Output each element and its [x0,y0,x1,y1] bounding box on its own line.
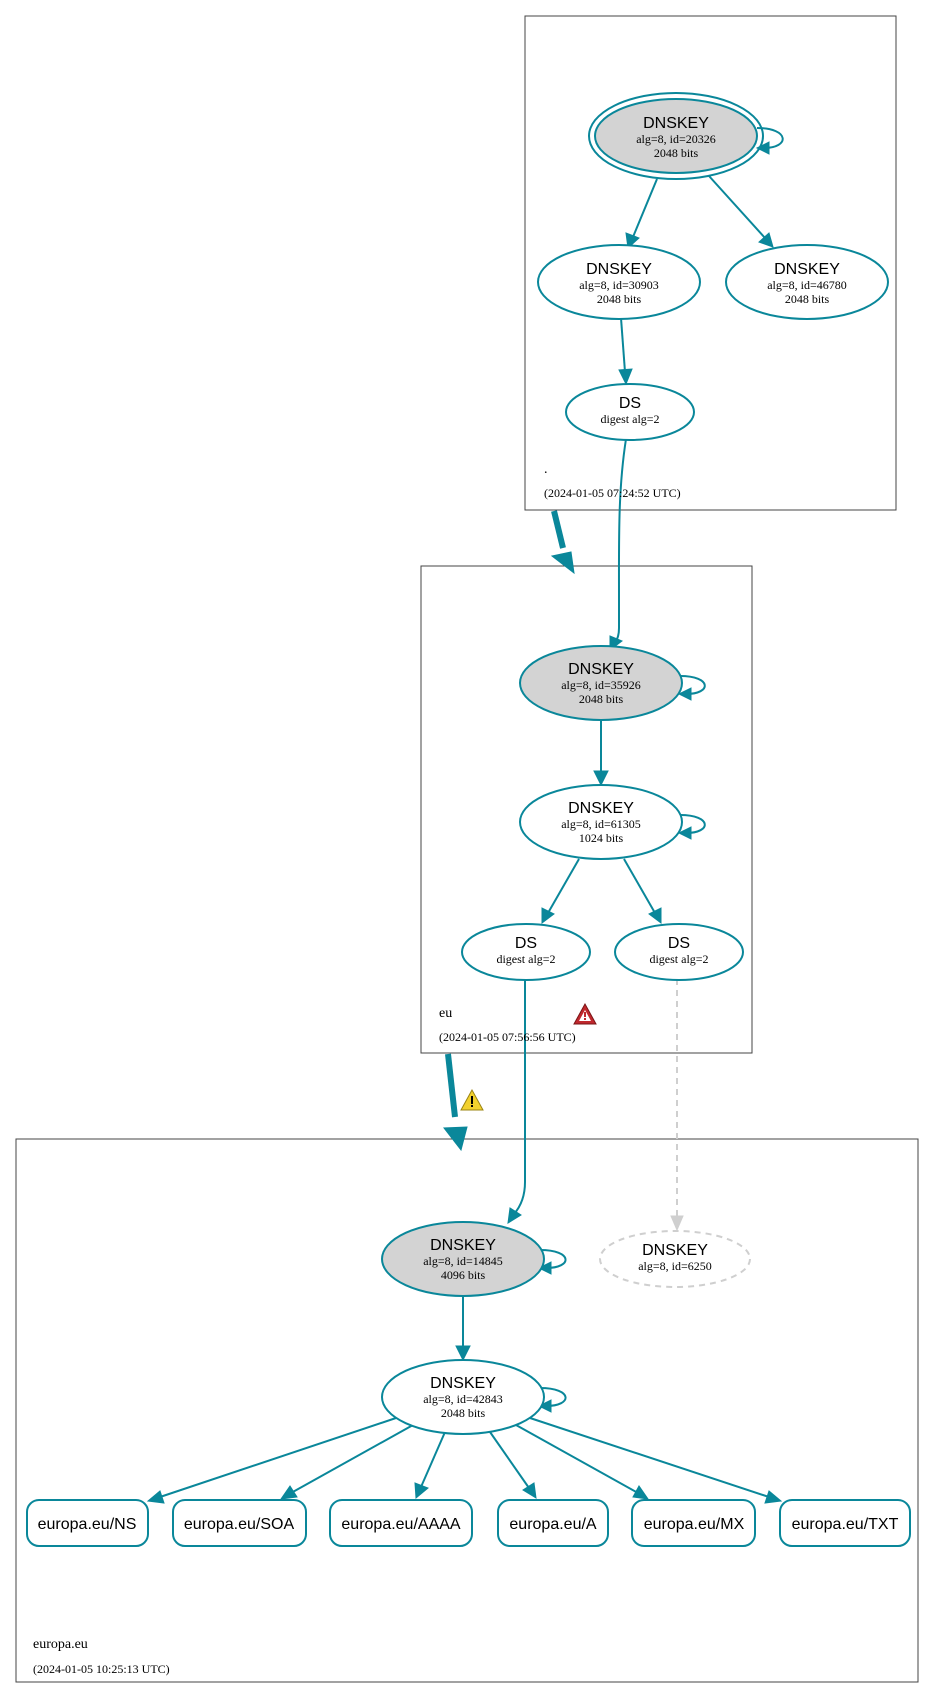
rrset-label: europa.eu/TXT [792,1516,899,1533]
dnskey-alg-id: alg=8, id=35926 [561,678,641,692]
dnskey-alg-id: alg=8, id=6250 [638,1259,712,1273]
zone-time-root: (2024-01-05 07:24:52 UTC) [544,486,681,500]
edge-42843-to-soa [279,1424,414,1500]
ds-digest: digest alg=2 [600,412,659,426]
dnskey-alg-id: alg=8, id=30903 [579,278,659,292]
dnskey-size: 2048 bits [441,1406,486,1420]
dnskey-node-14845: DNSKEY alg=8, id=14845 4096 bits [381,1221,545,1297]
dnskey-node-42843: DNSKEY alg=8, id=42843 2048 bits [381,1359,545,1435]
edge-20326-to-46780 [708,175,774,248]
edge-dseu2-to-6250 [670,979,684,1232]
dnskey-title: DNSKEY [586,261,652,278]
edge-20326-self [755,127,784,155]
dnskey-node-20326: DNSKEY alg=8, id=20326 2048 bits [588,92,764,180]
zone-europa-box [15,1138,919,1683]
dnskey-node-30903: DNSKEY alg=8, id=30903 2048 bits [537,244,701,320]
zone-eu-box [420,565,753,1054]
edge-42843-to-aaaa [414,1431,446,1500]
edge-14845-self [537,1249,567,1275]
zone-time-europa: (2024-01-05 10:25:13 UTC) [33,1662,170,1676]
edge-42843-to-ns [146,1417,397,1504]
dnskey-title: DNSKEY [643,115,709,132]
ds-digest: digest alg=2 [649,952,708,966]
rrset-aaaa: europa.eu/AAAA [329,1499,473,1547]
error-triangle-icon [573,1002,597,1025]
dnskey-size: 1024 bits [579,831,624,845]
dnskey-title: DNSKEY [430,1237,496,1254]
rrset-label: europa.eu/SOA [184,1516,295,1533]
delegation-eu-to-europa [443,1053,468,1152]
edge-30903-to-dsroot [618,317,633,386]
dnskey-node-61305: DNSKEY alg=8, id=61305 1024 bits [519,784,683,860]
delegation-root-to-eu [550,510,575,575]
dnskey-node-46780: DNSKEY alg=8, id=46780 2048 bits [725,244,889,320]
edge-14845-to-42843 [455,1295,471,1362]
ds-node-eu-1: DS digest alg=2 [461,923,591,981]
ds-title: DS [515,935,537,952]
dnskey-title: DNSKEY [774,261,840,278]
edge-42843-self [537,1387,567,1413]
zone-time-eu: (2024-01-05 07:56:56 UTC) [439,1030,576,1044]
ds-node-eu-2: DS digest alg=2 [614,923,744,981]
dnskey-title: DNSKEY [568,661,634,678]
rrset-mx: europa.eu/MX [631,1499,756,1547]
rrset-a: europa.eu/A [497,1499,609,1547]
dnskey-alg-id: alg=8, id=14845 [423,1254,503,1268]
dnskey-title: DNSKEY [430,1375,496,1392]
edge-61305-to-dseu1 [541,858,580,924]
rrset-txt: europa.eu/TXT [779,1499,911,1547]
dnskey-size: 4096 bits [441,1268,486,1282]
rrset-label: europa.eu/A [509,1516,597,1533]
rrset-label: europa.eu/NS [38,1516,137,1533]
edge-42843-to-a [489,1431,537,1499]
warning-triangle-icon [460,1088,484,1111]
rrset-soa: europa.eu/SOA [172,1499,307,1547]
ds-title: DS [668,935,690,952]
dnskey-alg-id: alg=8, id=61305 [561,817,641,831]
dnskey-title: DNSKEY [642,1242,708,1259]
dnskey-alg-id: alg=8, id=46780 [767,278,847,292]
edge-dseu1-to-14845 [507,979,526,1224]
rrset-ns: europa.eu/NS [26,1499,149,1547]
edge-61305-to-dseu2 [623,858,662,924]
dnskey-alg-id: alg=8, id=42843 [423,1392,503,1406]
zone-name-europa: europa.eu [33,1637,88,1652]
dnskey-size: 2048 bits [579,692,624,706]
ds-title: DS [619,395,641,412]
dnskey-size: 2048 bits [654,146,699,160]
dnskey-size: 2048 bits [785,292,830,306]
edge-42843-to-txt [529,1417,783,1504]
ds-node-root: DS digest alg=2 [565,383,695,441]
edge-35926-self [677,675,706,701]
edge-dsroot-to-35926 [609,438,627,651]
rrset-label: europa.eu/MX [644,1516,745,1533]
dnskey-title: DNSKEY [568,800,634,817]
edge-61305-self [677,814,706,840]
ds-digest: digest alg=2 [496,952,555,966]
dnskey-node-6250: DNSKEY alg=8, id=6250 [599,1230,751,1288]
zone-name-root: . [544,462,548,477]
zone-name-eu: eu [439,1006,452,1021]
zone-root-box [524,15,897,511]
edge-35926-to-61305 [593,719,609,787]
edge-20326-to-30903 [625,178,658,250]
dnskey-size: 2048 bits [597,292,642,306]
rrset-label: europa.eu/AAAA [341,1516,461,1533]
edge-42843-to-mx [515,1424,650,1500]
dnskey-alg-id: alg=8, id=20326 [636,132,716,146]
dnskey-node-35926: DNSKEY alg=8, id=35926 2048 bits [519,645,683,721]
